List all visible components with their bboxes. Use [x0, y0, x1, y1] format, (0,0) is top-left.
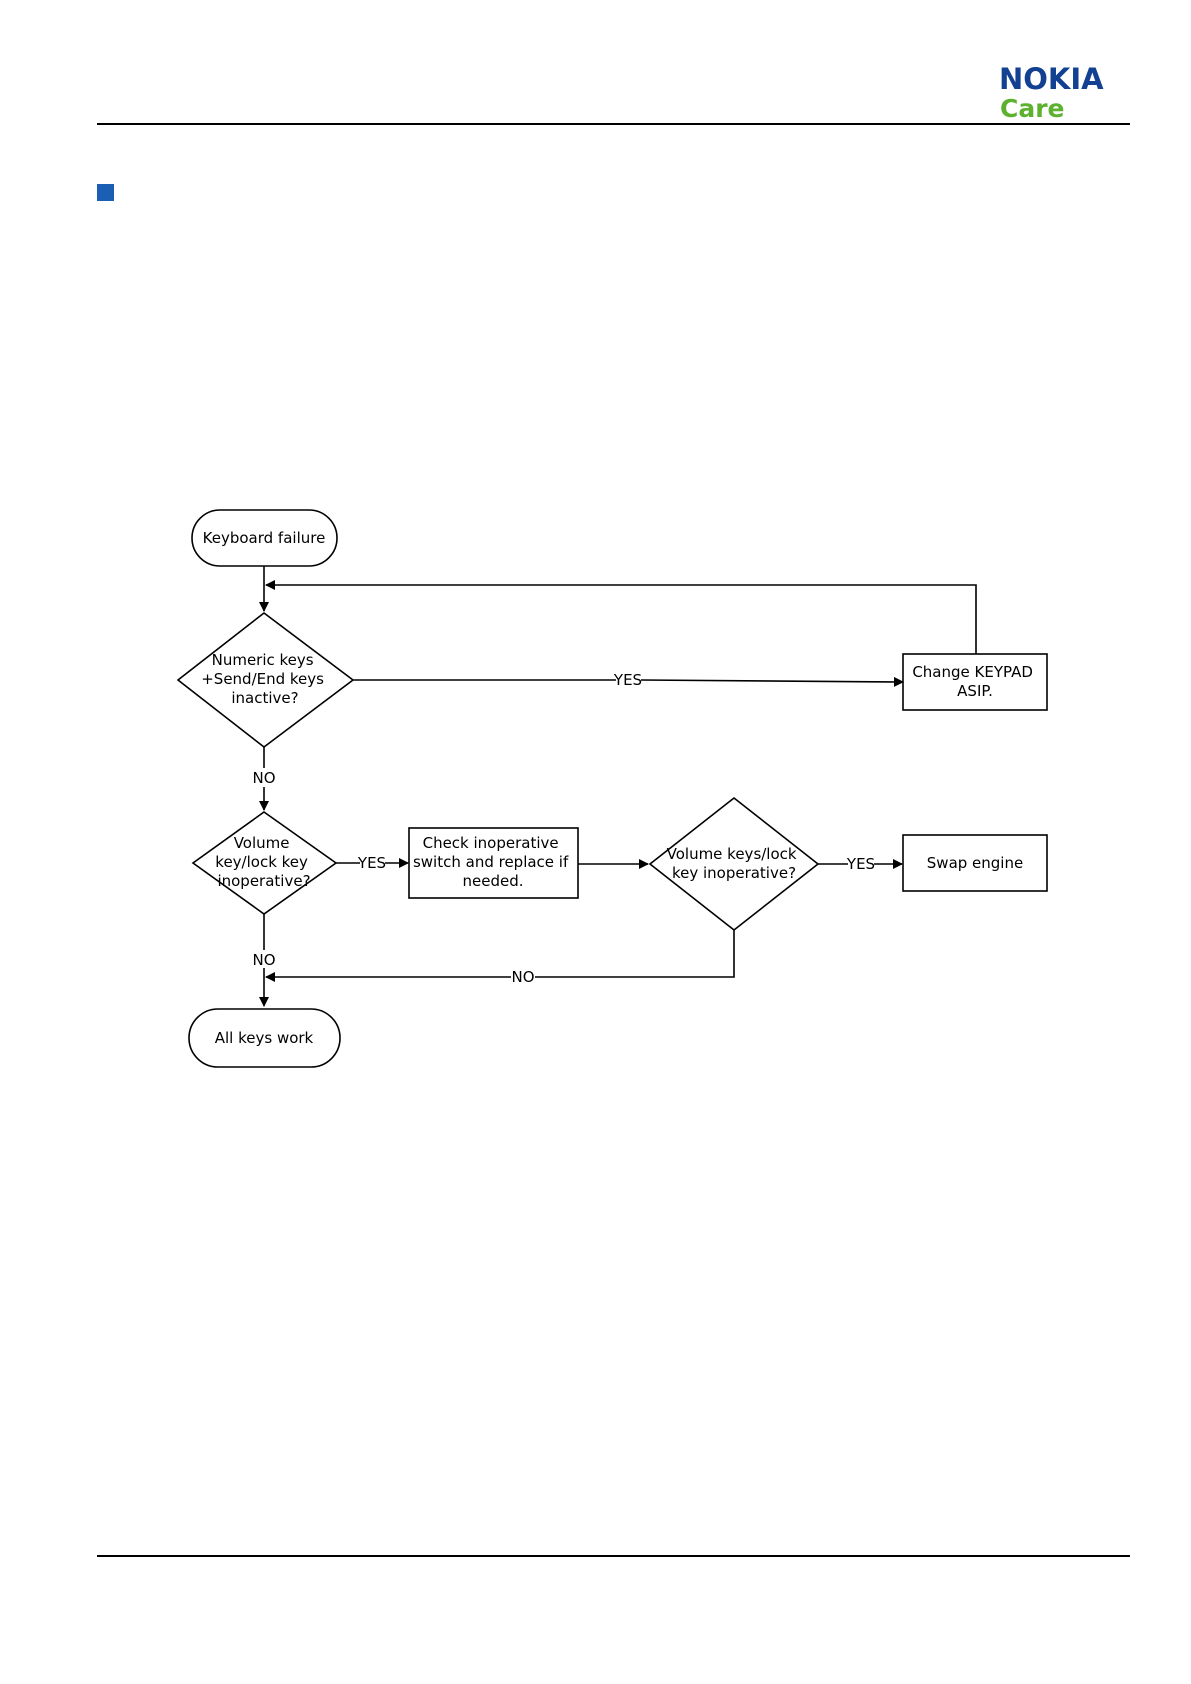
connector-numeric-yes-2	[641, 680, 903, 682]
action-swap-engine-label: Swap engine	[927, 854, 1023, 872]
label-volkeys-yes: YES	[846, 855, 875, 873]
footer-rule	[97, 1555, 1130, 1557]
label-volkeys-no: NO	[511, 968, 534, 986]
end-label: All keys work	[215, 1029, 314, 1047]
start-label: Keyboard failure	[203, 529, 326, 547]
decision-volume-keys-label: Volume keys/lock key inoperative?	[667, 845, 802, 882]
label-volume-no: NO	[252, 951, 275, 969]
label-numeric-no: NO	[252, 769, 275, 787]
connector-volkeys-no-a	[535, 930, 734, 977]
label-volume-yes: YES	[357, 854, 386, 872]
connector-keypad-loop-back	[266, 585, 976, 654]
label-numeric-yes: YES	[613, 671, 642, 689]
